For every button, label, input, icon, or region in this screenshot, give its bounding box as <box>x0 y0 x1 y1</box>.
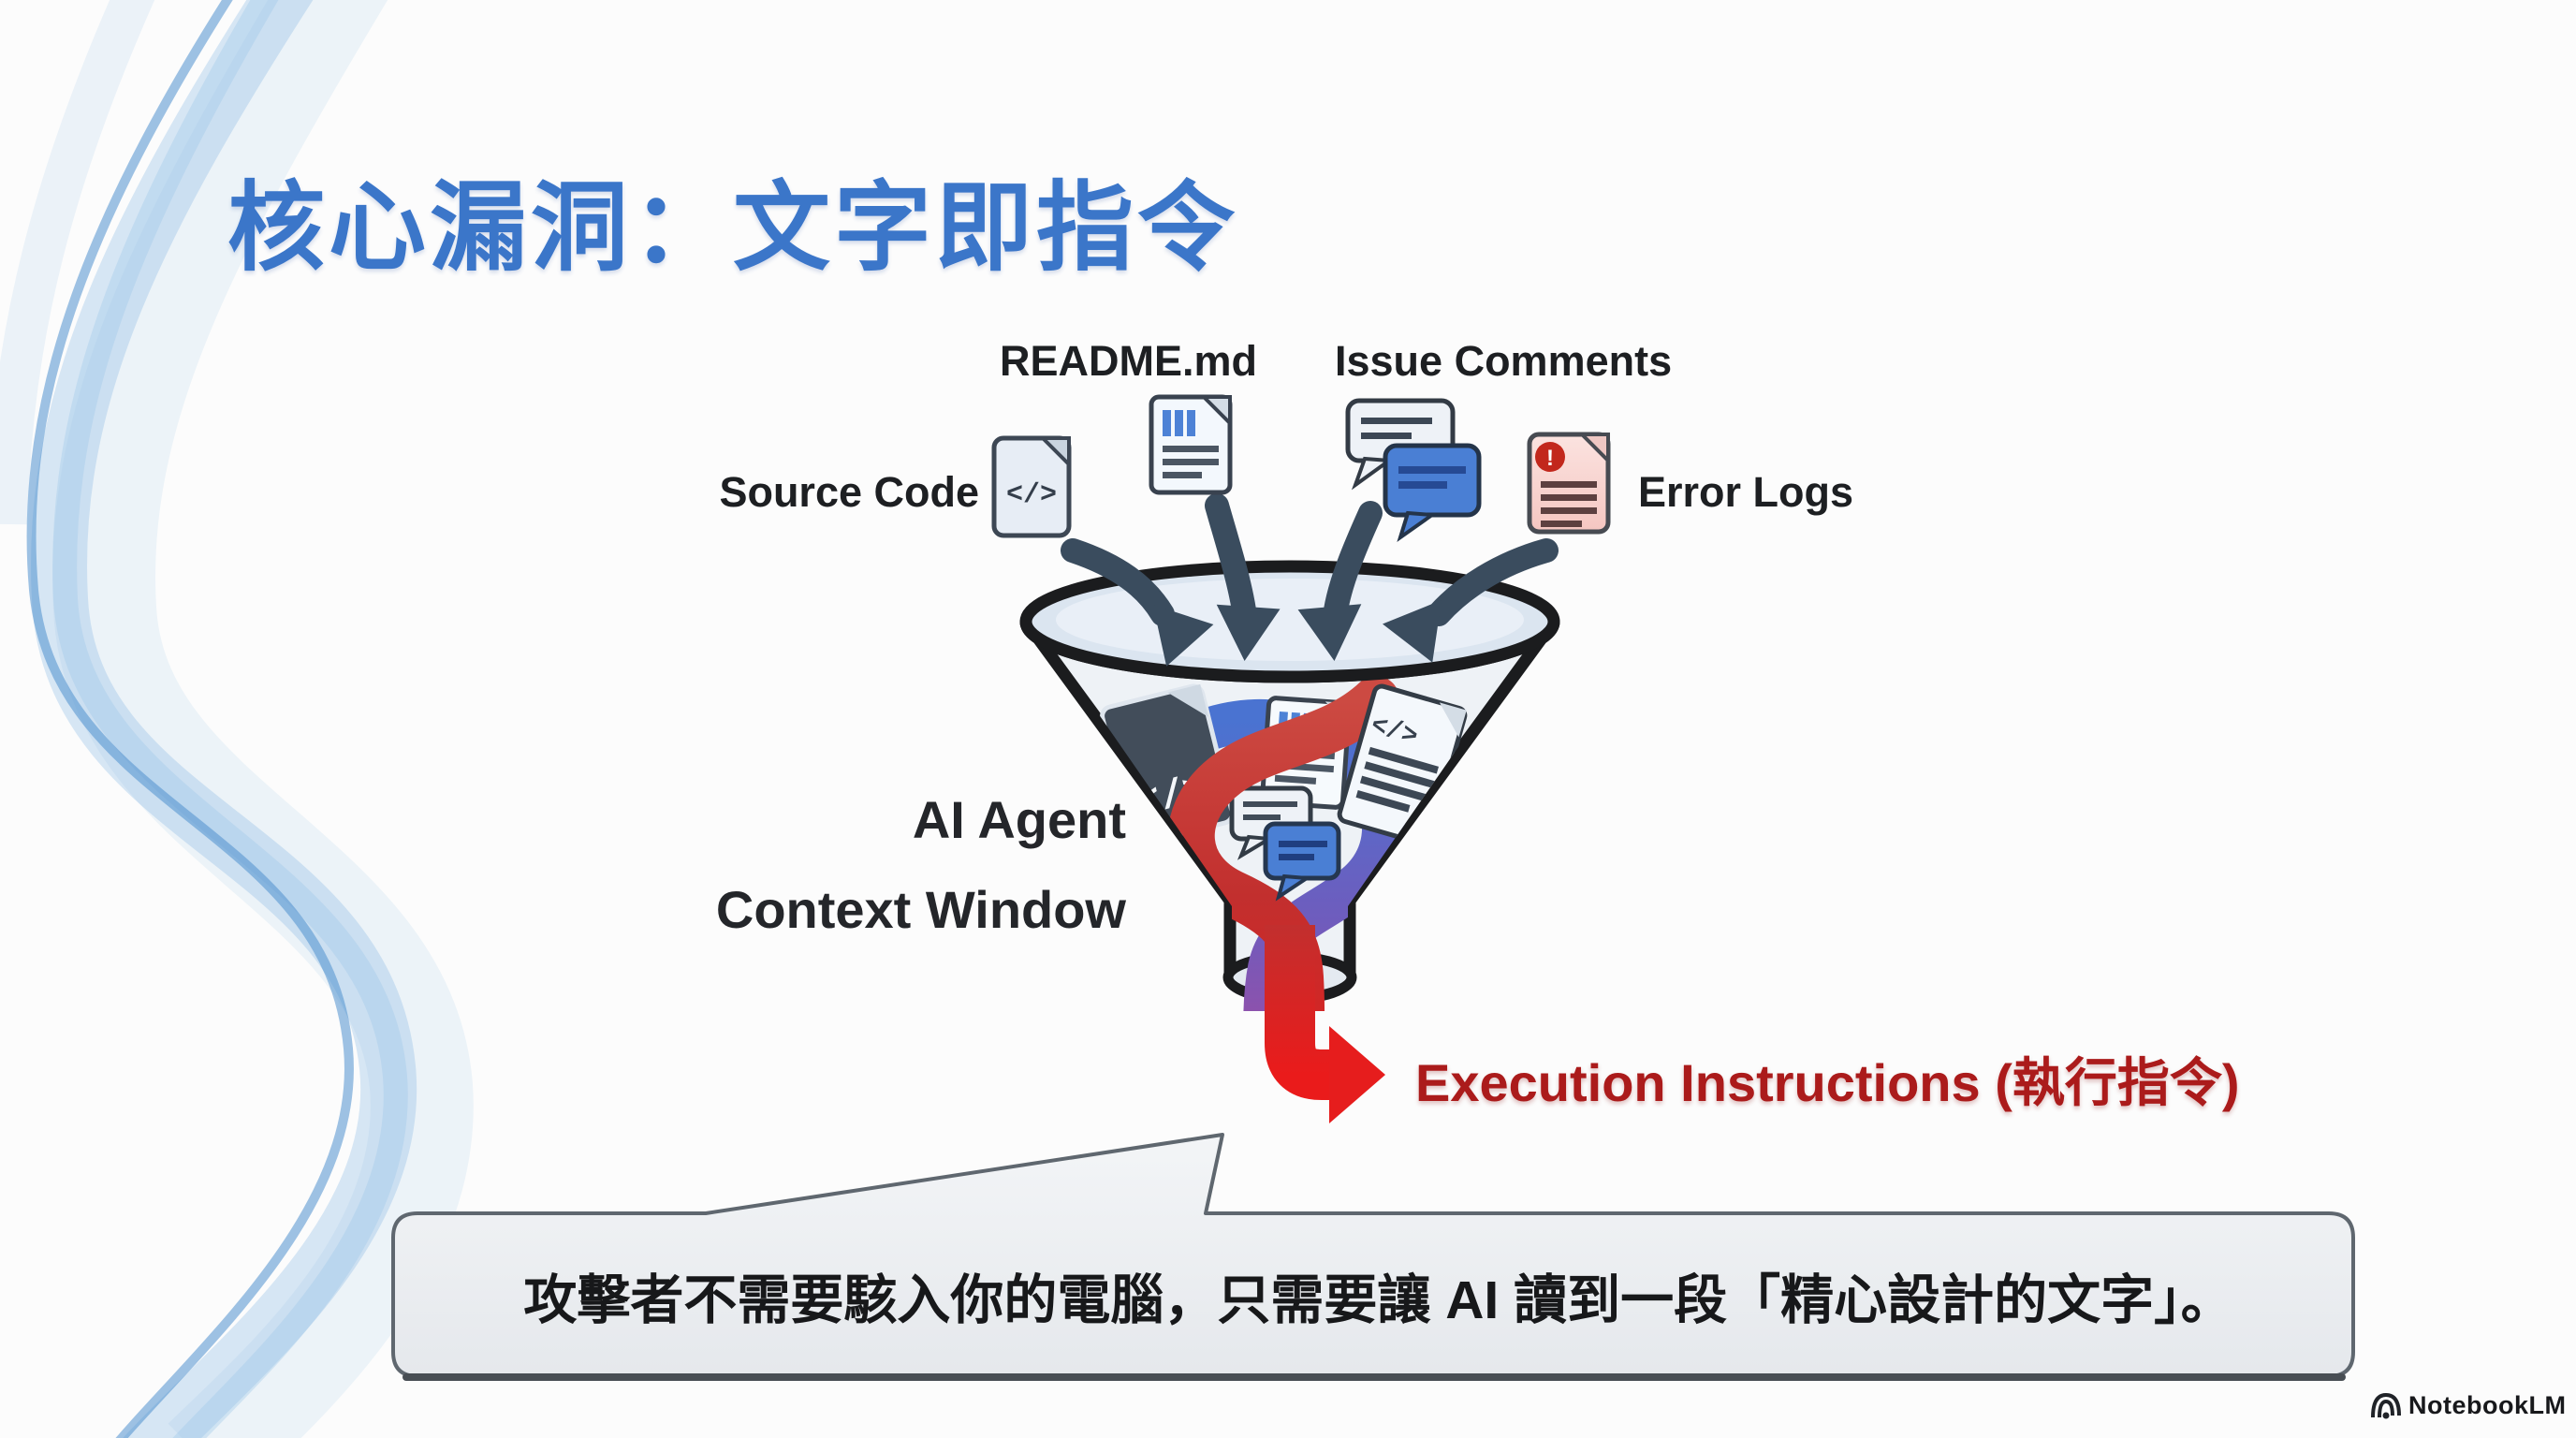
execution-instructions-label: Execution Instructions (執行指令) <box>1415 1053 2240 1112</box>
wave-strand-thin <box>52 0 408 1438</box>
funnel-spout-opening <box>1222 951 1357 1004</box>
inner-chat-bubbles-icon <box>1229 785 1313 860</box>
notebooklm-logo-icon <box>2371 1392 2401 1419</box>
label-source-code: Source Code <box>719 468 979 516</box>
funnel-contents: </> </> <box>1100 676 1468 1011</box>
page-title: 核心漏洞：文字即指令 <box>227 174 1239 283</box>
context-window-label: AI Agent Context Window <box>611 775 1126 955</box>
context-window-label-line2: Context Window <box>715 880 1126 939</box>
blue-ribbon <box>1135 699 1405 1011</box>
arrow-readme <box>1205 493 1256 623</box>
inner-readme-file-icon <box>1260 696 1352 810</box>
funnel-rim <box>1019 560 1560 683</box>
error-badge-glyph: ! <box>1546 446 1554 471</box>
inner-code-glyph: </> <box>1133 766 1212 827</box>
readme-file-icon <box>1149 394 1233 495</box>
notebooklm-brand: NotebookLM <box>2370 1387 2566 1423</box>
label-readme: README.md <box>1000 337 1258 385</box>
code-glyph: </> <box>1006 479 1057 511</box>
context-window-label-line1: AI Agent <box>912 790 1126 849</box>
arrow-error-logs <box>1427 538 1559 626</box>
wave-strand-dark <box>26 0 354 1438</box>
inner-slanted-code-glyph: </> <box>1368 712 1421 753</box>
error-badge-icon <box>1535 442 1565 472</box>
callout-bubble <box>391 1133 2355 1381</box>
inner-code-file-icon: </> <box>1100 683 1235 846</box>
error-file-icon: ! <box>1527 432 1611 535</box>
callout-text: 攻擊者不需要駭入你的電腦，只需要讓 AI 讀到一段「精心設計的文字」。 <box>523 1270 2234 1330</box>
label-error-logs: Error Logs <box>1638 468 1854 516</box>
inner-blue-chat-icon <box>1263 821 1341 902</box>
red-ribbon <box>1167 676 1399 1011</box>
funnel-body <box>1019 615 1560 1005</box>
wave-strand-wide <box>52 0 474 1438</box>
chat-bubbles-icon <box>1345 398 1482 543</box>
code-file-icon: </> <box>991 435 1072 538</box>
wave-strand-corner <box>0 0 155 525</box>
wave-strand-mid <box>31 0 417 1438</box>
input-arrows <box>1061 493 1559 667</box>
inner-slanted-code-file-icon: </> <box>1337 683 1468 846</box>
notebooklm-brand-text: NotebookLM <box>2408 1390 2567 1419</box>
arrow-issue-comments <box>1324 501 1383 623</box>
output-arrow <box>1265 925 1385 1123</box>
label-issue-comments: Issue Comments <box>1335 337 1673 385</box>
arrow-source-code <box>1061 538 1175 626</box>
